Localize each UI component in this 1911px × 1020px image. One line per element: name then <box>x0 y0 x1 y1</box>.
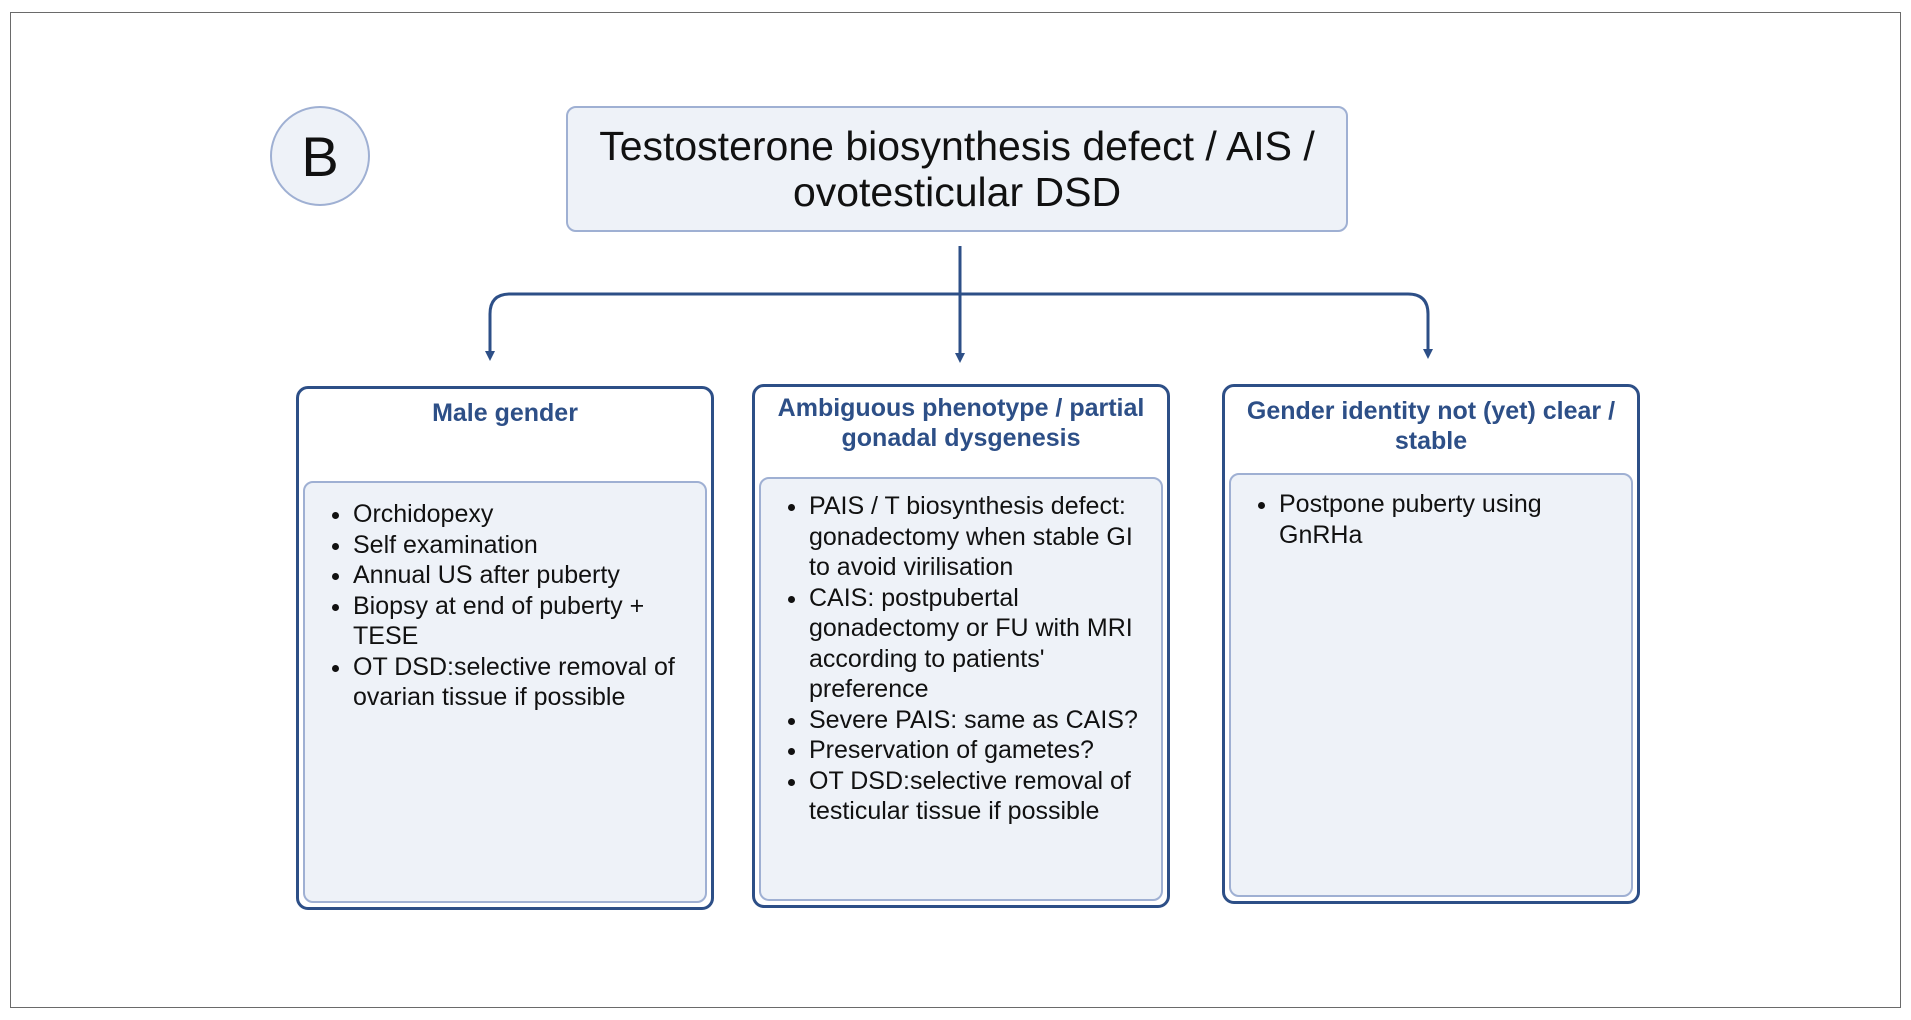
list-item: OT DSD:selective removal of ovarian tiss… <box>353 652 693 713</box>
list-item: CAIS: postpubertal gonadectomy or FU wit… <box>809 583 1149 705</box>
column-male-gender: Male gender Orchidopexy Self examination… <box>296 386 714 910</box>
root-node-title: Testosterone biosynthesis defect / AIS /… <box>599 123 1315 215</box>
list-item: Preservation of gametes? <box>809 735 1149 766</box>
list-item: Annual US after puberty <box>353 560 693 591</box>
root-node: Testosterone biosynthesis defect / AIS /… <box>566 106 1348 232</box>
bullet-list: PAIS / T biosynthesis defect: gonadectom… <box>761 479 1161 827</box>
figure-frame <box>10 12 1901 1008</box>
list-item: Postpone puberty using GnRHa <box>1279 489 1619 550</box>
bullet-list: Orchidopexy Self examination Annual US a… <box>305 483 705 713</box>
column-body: PAIS / T biosynthesis defect: gonadectom… <box>759 477 1163 901</box>
column-body: Postpone puberty using GnRHa <box>1229 473 1633 897</box>
column-ambiguous-phenotype: Ambiguous phenotype / partial gonadal dy… <box>752 384 1170 908</box>
list-item: Biopsy at end of puberty + TESE <box>353 591 693 652</box>
bullet-list: Postpone puberty using GnRHa <box>1231 475 1631 550</box>
column-title: Gender identity not (yet) clear / stable <box>1246 397 1616 455</box>
column-title: Male gender <box>432 399 578 427</box>
list-item: PAIS / T biosynthesis defect: gonadectom… <box>809 491 1149 583</box>
column-body: Orchidopexy Self examination Annual US a… <box>303 481 707 903</box>
list-item: Severe PAIS: same as CAIS? <box>809 705 1149 736</box>
column-gender-identity: Gender identity not (yet) clear / stable… <box>1222 384 1640 904</box>
list-item: Self examination <box>353 530 693 561</box>
column-title: Ambiguous phenotype / partial gonadal dy… <box>777 394 1145 452</box>
list-item: Orchidopexy <box>353 499 693 530</box>
panel-label: B <box>270 106 370 206</box>
list-item: OT DSD:selective removal of testicular t… <box>809 766 1149 827</box>
